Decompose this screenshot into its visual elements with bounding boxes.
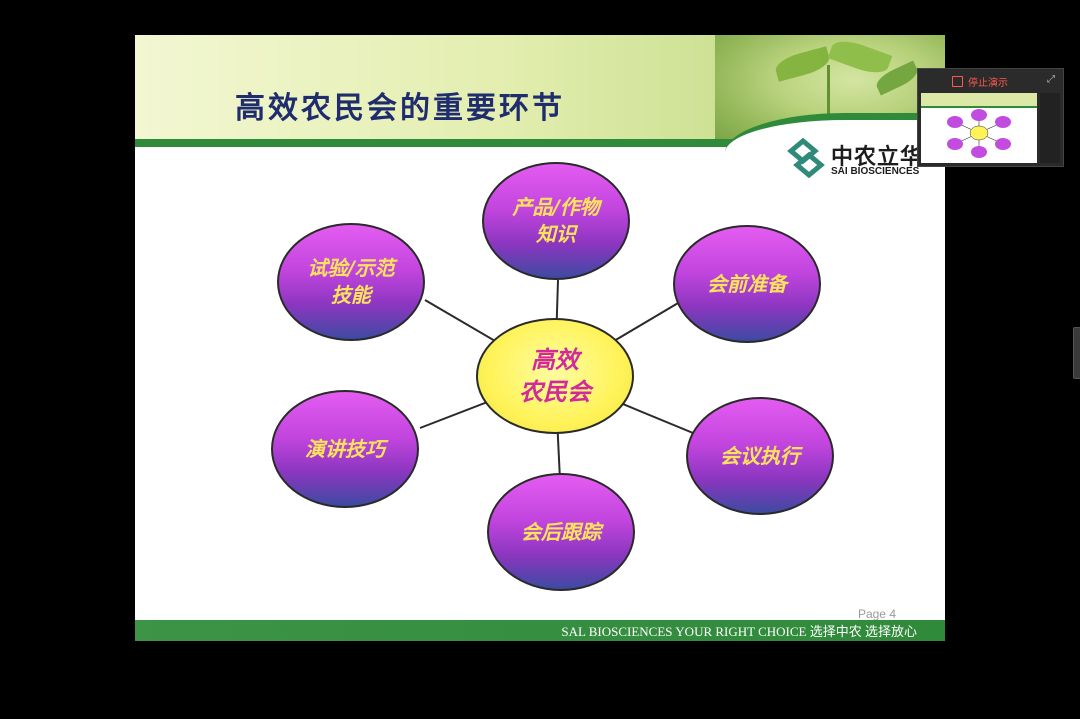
header-band (135, 139, 945, 147)
page-number: Page 4 (857, 607, 896, 621)
preview-scrollbar[interactable] (1040, 93, 1060, 163)
node-label: 演讲技巧 (305, 436, 385, 461)
logo-chinese-name: 中农立华 (831, 144, 924, 170)
slide-thumbnail[interactable] (921, 93, 1037, 163)
node-label: 会前准备 (707, 271, 787, 296)
slide-footer: SAL BIOSCIENCES YOUR RIGHT CHOICE 选择中农 选… (135, 620, 945, 641)
node-label: 产品/作物 知识 (512, 195, 600, 246)
center-label: 高效 农民会 (519, 345, 591, 406)
presenter-preview-panel: 停止演示 ⤢ (917, 68, 1064, 167)
slide-title: 高效农民会的重要环节 (235, 91, 565, 126)
center-node: 高效 农民会 (476, 318, 634, 434)
node-label: 试验/示范 技能 (307, 256, 395, 307)
exit-icon (952, 75, 963, 87)
footer-slogan: SAL BIOSCIENCES YOUR RIGHT CHOICE 选择中农 选… (561, 624, 917, 639)
thumbnail-diagram (947, 109, 1011, 158)
node-meeting-prep: 会前准备 (673, 225, 821, 343)
company-logo: 中农立华 SAI BIOSCIENCES (785, 135, 945, 185)
presentation-slide: 高效农民会的重要环节 中农立华 SAI BIOSCIENCES (135, 35, 945, 641)
node-label: 会后跟踪 (521, 519, 601, 544)
slide-header (135, 35, 945, 160)
logo-english-name: SAI BIOSCIENCES (831, 166, 920, 177)
node-label: 会议执行 (720, 443, 800, 468)
node-follow-up: 会后跟踪 (487, 473, 635, 591)
stop-presentation-label: 停止演示 (968, 77, 1008, 89)
logo-mark-icon (787, 137, 825, 179)
side-panel-handle[interactable] (1073, 327, 1080, 379)
node-product-knowledge: 产品/作物 知识 (482, 162, 630, 280)
node-meeting-execution: 会议执行 (686, 397, 834, 515)
node-speech-skills: 演讲技巧 (271, 390, 419, 508)
expand-icon[interactable]: ⤢ (1047, 74, 1055, 85)
stop-presentation-button[interactable]: 停止演示 (952, 73, 1008, 89)
node-trial-demo-skills: 试验/示范 技能 (277, 223, 425, 341)
